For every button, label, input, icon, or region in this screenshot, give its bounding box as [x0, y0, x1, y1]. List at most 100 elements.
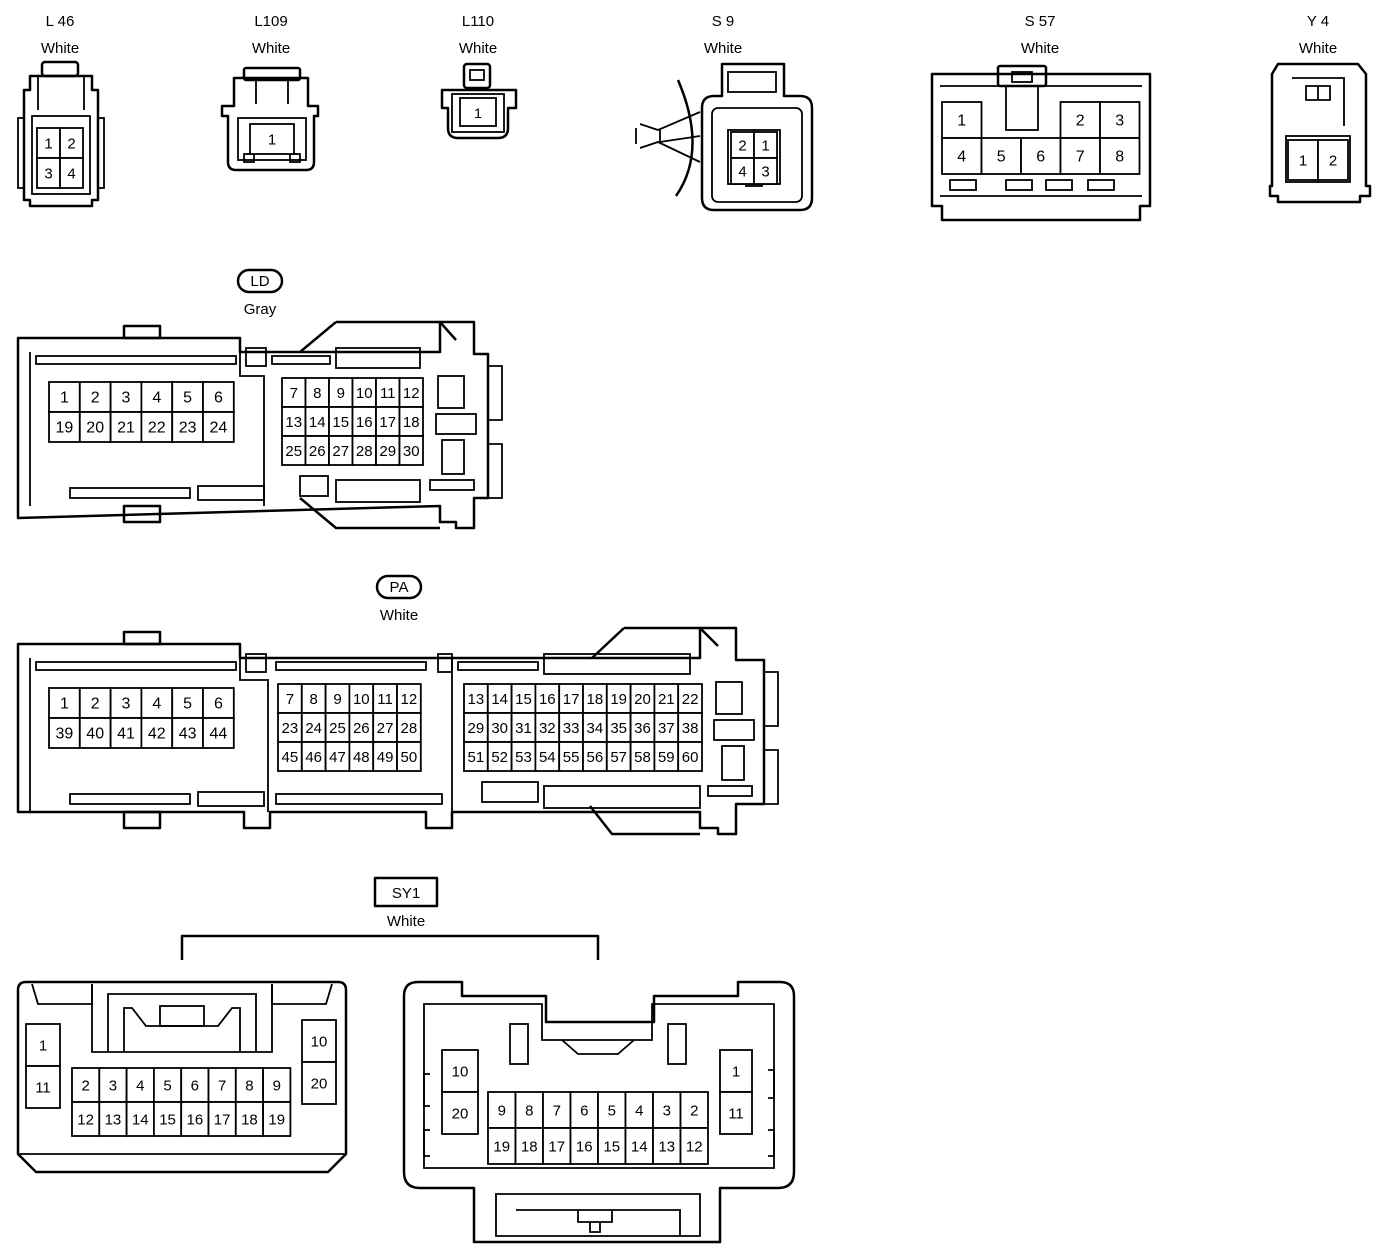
pin-number: 19 [610, 691, 627, 708]
connector-y4-color: White [1299, 40, 1337, 57]
connector-ld-code-badge [236, 268, 284, 294]
pin-number: 21 [117, 420, 135, 437]
pin-number: 14 [309, 414, 326, 431]
connector-y4-code: Y 4 [1307, 13, 1329, 30]
pin-number: 4 [152, 390, 161, 407]
pin-cell [171, 717, 204, 749]
pin-number: 13 [285, 414, 302, 431]
pin-number: 22 [148, 420, 166, 437]
pin-number: 22 [682, 691, 699, 708]
pin-number: 15 [332, 414, 349, 431]
pin-number: 34 [587, 720, 604, 737]
pin-cell [569, 1127, 599, 1165]
pin-number: 1 [761, 138, 769, 155]
connector-l46-code: L 46 [46, 13, 75, 30]
pin-number: 58 [634, 749, 651, 766]
connector-l109: L109 White 1 [220, 13, 320, 172]
connector-sy1-code: SY1 [392, 885, 420, 902]
pin-number: 3 [122, 696, 131, 713]
connector-pa-housing [16, 626, 779, 836]
connector-l46-housing [17, 60, 105, 208]
pin-cell [1287, 139, 1319, 181]
pin-number: 23 [282, 720, 299, 737]
pin-number: 21 [658, 691, 675, 708]
pin-number: 26 [353, 720, 370, 737]
pin-number: 6 [580, 1103, 588, 1120]
pin-number: 27 [332, 443, 349, 460]
pin-number: 6 [1036, 149, 1045, 166]
pin-number: 59 [658, 749, 675, 766]
pin-number: 13 [658, 1139, 675, 1156]
pin-number: 39 [56, 726, 74, 743]
pin-number: 20 [86, 420, 104, 437]
pin-cell [78, 381, 112, 413]
pin-cell [180, 1101, 210, 1137]
pin-number: 6 [214, 696, 223, 713]
pin-number: 4 [152, 696, 161, 713]
pin-cell [109, 411, 143, 443]
pin-cell [980, 137, 1022, 175]
pin-number: 11 [35, 1080, 51, 1097]
pin-cell [398, 435, 424, 466]
pin-cell [396, 741, 422, 772]
pin-number: 7 [290, 385, 298, 402]
pin-number: 24 [305, 720, 322, 737]
pin-number: 4 [136, 1078, 144, 1095]
connector-pa-code: PA [390, 579, 409, 596]
pin-number: 17 [214, 1112, 231, 1129]
pin-number: 31 [515, 720, 532, 737]
connector-ld-code: LD [250, 273, 269, 290]
pin-number: 9 [498, 1103, 506, 1120]
pin-number: 6 [191, 1078, 199, 1095]
pin-cell [679, 1127, 709, 1165]
pin-number: 5 [183, 696, 192, 713]
pin-number: 20 [452, 1106, 469, 1123]
pin-number: 10 [353, 691, 370, 708]
pin-number: 2 [81, 1078, 89, 1095]
pin-number: 20 [311, 1076, 328, 1093]
connector-l110-color: White [459, 40, 497, 57]
pin-number: 15 [159, 1112, 176, 1129]
pin-number: 19 [268, 1112, 285, 1129]
pin-number: 7 [286, 691, 294, 708]
pin-number: 1 [39, 1038, 47, 1055]
pin-number: 3 [109, 1078, 117, 1095]
pin-number: 51 [468, 749, 485, 766]
pin-cell [459, 97, 497, 127]
pin-number: 32 [539, 720, 556, 737]
connector-pa-code-badge [375, 574, 423, 600]
pin-number: 4 [635, 1103, 643, 1120]
pin-cell [301, 1019, 337, 1063]
pin-cell [207, 1101, 237, 1137]
pin-number: 57 [610, 749, 627, 766]
pin-number: 7 [218, 1078, 226, 1095]
pin-cell [941, 137, 983, 175]
pin-cell [207, 1067, 237, 1103]
pin-cell [25, 1065, 61, 1109]
connector-s9-code: S 9 [712, 13, 735, 30]
pin-number: 27 [377, 720, 394, 737]
pin-number: 53 [515, 749, 532, 766]
pin-cell [1099, 137, 1141, 175]
pin-number: 60 [682, 749, 699, 766]
connector-l109-pins: 1 [249, 123, 295, 155]
pin-number: 8 [245, 1078, 253, 1095]
connector-l109-housing [220, 66, 320, 172]
pin-cell [78, 717, 112, 749]
pin-number: 3 [44, 166, 52, 183]
pin-cell [441, 1049, 479, 1093]
pin-number: 7 [553, 1103, 561, 1120]
pin-number: 47 [329, 749, 346, 766]
pin-number: 8 [313, 385, 321, 402]
pin-cell [624, 1091, 654, 1129]
pin-number: 9 [273, 1078, 281, 1095]
pin-number: 11 [728, 1106, 744, 1123]
